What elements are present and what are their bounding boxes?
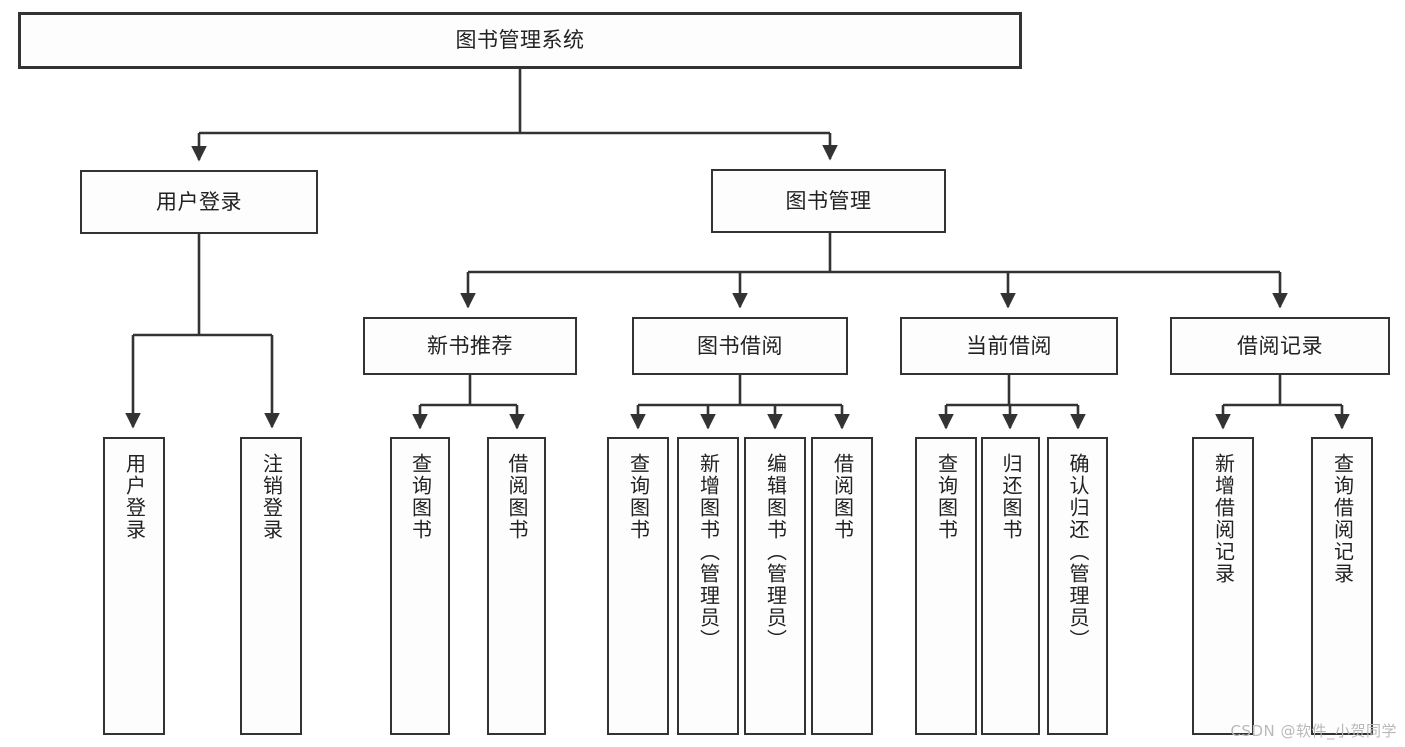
leaf-node-label: 借阅图书	[505, 453, 529, 541]
leaf-node[interactable]: 新增借阅记录	[1192, 437, 1254, 735]
node-current-borrow[interactable]: 当前借阅	[900, 317, 1118, 375]
leaf-node[interactable]: 确认归还（管理员）	[1047, 437, 1108, 735]
leaf-node[interactable]: 查询图书	[607, 437, 669, 735]
leaf-node[interactable]: 查询借阅记录	[1311, 437, 1373, 735]
leaf-node-label: 查询图书	[934, 453, 959, 541]
node-book-manage-label: 图书管理	[785, 188, 872, 213]
leaf-node-label: 新增图书（管理员）	[696, 453, 721, 651]
leaf-node[interactable]: 新增图书（管理员）	[677, 437, 739, 735]
leaf-node-label: 借阅图书	[830, 453, 855, 541]
node-root[interactable]: 图书管理系统	[18, 12, 1022, 69]
leaf-node-label: 新增借阅记录	[1211, 453, 1236, 585]
node-book-manage[interactable]: 图书管理	[711, 169, 946, 233]
node-borrow-record-label: 借阅记录	[1237, 333, 1323, 358]
watermark: CSDN @软件_小贺同学	[1230, 722, 1397, 740]
node-current-borrow-label: 当前借阅	[966, 333, 1052, 358]
leaf-node-label: 确认归还（管理员）	[1066, 453, 1090, 651]
leaf-node-label: 查询图书	[408, 453, 433, 541]
leaf-node[interactable]: 借阅图书	[487, 437, 546, 735]
leaf-node-label: 用户登录	[122, 453, 147, 541]
leaf-node[interactable]: 借阅图书	[811, 437, 873, 735]
leaf-node-label: 注销登录	[259, 453, 284, 541]
node-user-login[interactable]: 用户登录	[80, 170, 318, 234]
node-user-login-label: 用户登录	[156, 189, 242, 214]
leaf-node[interactable]: 编辑图书（管理员）	[744, 437, 806, 735]
leaf-node[interactable]: 归还图书	[981, 437, 1040, 735]
leaf-node[interactable]: 查询图书	[390, 437, 450, 735]
node-new-book-recommendation-label: 新书推荐	[427, 333, 513, 358]
leaf-node[interactable]: 注销登录	[240, 437, 302, 735]
leaf-node-label: 编辑图书（管理员）	[763, 453, 788, 651]
node-book-borrow-label: 图书借阅	[697, 333, 783, 358]
node-new-book-recommendation[interactable]: 新书推荐	[363, 317, 577, 375]
node-book-borrow[interactable]: 图书借阅	[632, 317, 848, 375]
node-borrow-record[interactable]: 借阅记录	[1170, 317, 1390, 375]
leaf-node[interactable]: 用户登录	[103, 437, 165, 735]
leaf-node[interactable]: 查询图书	[915, 437, 977, 735]
leaf-node-label: 归还图书	[999, 453, 1023, 541]
node-root-label: 图书管理系统	[455, 28, 585, 53]
leaf-node-label: 查询图书	[626, 453, 651, 541]
leaf-node-label: 查询借阅记录	[1330, 453, 1355, 585]
